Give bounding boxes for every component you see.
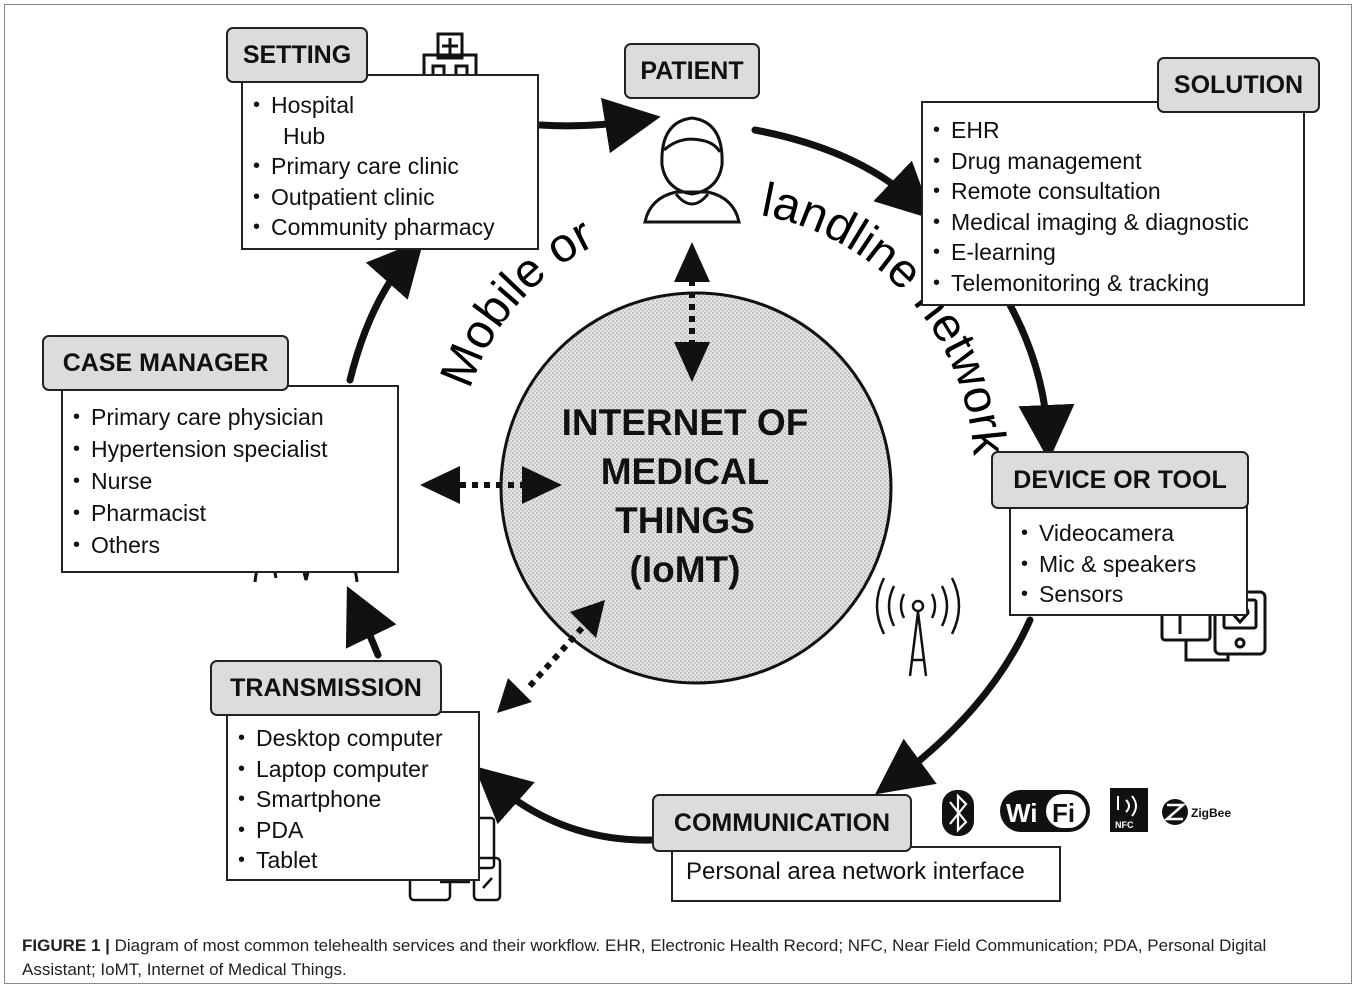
arrow-setting-to-patient xyxy=(536,97,661,154)
transmission-item: Smartphone xyxy=(234,784,478,815)
setting-header: SETTING xyxy=(226,27,368,83)
communication-box xyxy=(671,846,1061,902)
caption-text: Diagram of most common telehealth servic… xyxy=(22,936,1267,979)
device-item: Sensors xyxy=(1017,579,1246,610)
case-manager-item: Hypertension specialist xyxy=(69,433,397,465)
setting-box: Hospital Hub Primary care clinic Outpati… xyxy=(241,74,539,250)
solution-item: E-learning xyxy=(929,237,1303,268)
solution-item: Drug management xyxy=(929,146,1303,177)
antenna-icon xyxy=(875,577,961,677)
svg-text:NFC: NFC xyxy=(1115,820,1134,830)
setting-item: Primary care clinic xyxy=(249,151,537,182)
transmission-box: Desktop computer Laptop computer Smartph… xyxy=(226,711,480,881)
svg-text:Fi: Fi xyxy=(1052,798,1075,828)
iomt-center-label: INTERNET OF MEDICAL THINGS (IoMT) xyxy=(520,398,850,594)
transmission-item: Laptop computer xyxy=(234,754,478,785)
patient-icon xyxy=(643,116,741,224)
arrow-patient-to-solution xyxy=(751,126,934,220)
transmission-item: Desktop computer xyxy=(234,723,478,754)
setting-item: Hospital xyxy=(249,90,537,121)
svg-text:ZigBee: ZigBee xyxy=(1191,806,1231,820)
arrow-communication-to-transmission xyxy=(474,766,656,844)
wifi-icon: Wi Fi xyxy=(1000,790,1090,832)
arrow-casemanager-to-setting xyxy=(346,239,424,384)
device-box: Videocamera Mic & speakers Sensors xyxy=(1009,504,1248,616)
transmission-item: Tablet xyxy=(234,845,478,876)
arrow-device-to-communication xyxy=(875,616,1034,795)
case-manager-item: Others xyxy=(69,529,397,561)
zigbee-icon: ZigBee xyxy=(1162,799,1231,825)
solution-box: EHR Drug management Remote consultation … xyxy=(921,101,1305,306)
transmission-item: PDA xyxy=(234,815,478,846)
dotted-arrowhead-up xyxy=(674,242,710,282)
device-item: Mic & speakers xyxy=(1017,549,1246,580)
case-manager-item: Primary care physician xyxy=(69,401,397,433)
center-line: INTERNET OF xyxy=(561,402,809,443)
setting-item: Outpatient clinic xyxy=(249,182,537,213)
communication-header: COMMUNICATION xyxy=(652,794,912,852)
arrow-solution-to-device xyxy=(1006,301,1075,461)
dotted-arrowhead-left xyxy=(420,466,460,504)
setting-item: Hub xyxy=(283,122,326,149)
solution-header: SOLUTION xyxy=(1157,57,1320,113)
case-manager-box: Primary care physician Hypertension spec… xyxy=(61,385,399,573)
center-line: THINGS xyxy=(615,500,755,541)
solution-item: Telemonitoring & tracking xyxy=(929,268,1303,299)
bluetooth-icon xyxy=(942,790,974,836)
dotted-arrowhead-down xyxy=(674,342,710,382)
solution-item: EHR xyxy=(929,115,1303,146)
transmission-header: TRANSMISSION xyxy=(210,660,442,716)
arrow-transmission-to-casemanager xyxy=(345,586,397,659)
dotted-arrowhead-sw xyxy=(497,678,532,713)
solution-item: Remote consultation xyxy=(929,176,1303,207)
case-manager-item: Nurse xyxy=(69,465,397,497)
solution-item: Medical imaging & diagnostic xyxy=(929,207,1303,238)
communication-text: Personal area network interface xyxy=(686,858,1025,885)
nfc-icon: NFC xyxy=(1110,788,1148,832)
device-item: Videocamera xyxy=(1017,518,1246,549)
caption-label: FIGURE 1 | xyxy=(22,936,110,955)
case-manager-header: CASE MANAGER xyxy=(42,335,289,391)
figure-frame xyxy=(4,4,1352,984)
workflow-diagram: Mobile or landline network xyxy=(253,32,1293,902)
center-line: (IoMT) xyxy=(629,549,741,590)
setting-item: Community pharmacy xyxy=(249,212,537,243)
svg-text:Wi: Wi xyxy=(1006,798,1038,828)
dotted-arrowhead-right xyxy=(522,466,562,504)
dotted-arrowhead-ne xyxy=(570,600,605,638)
patient-header: PATIENT xyxy=(624,43,760,99)
figure-caption: FIGURE 1 | Diagram of most common telehe… xyxy=(22,934,1342,982)
case-manager-item: Pharmacist xyxy=(69,497,397,529)
center-line: MEDICAL xyxy=(600,451,770,492)
device-header: DEVICE OR TOOL xyxy=(991,451,1249,509)
